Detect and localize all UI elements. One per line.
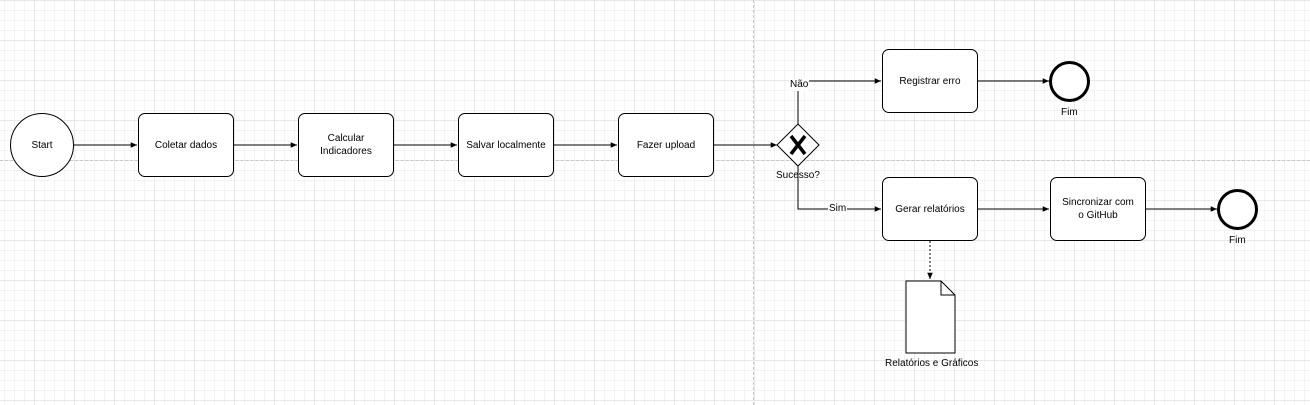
task-log-error-label: Registrar erro [899, 75, 961, 87]
task-calculate-indicators[interactable]: Calcular Indicadores [298, 113, 394, 177]
end-event-error[interactable] [1049, 61, 1090, 102]
end-event-success-label: Fim [1229, 235, 1246, 246]
task-generate-reports[interactable]: Gerar relatórios [882, 177, 978, 241]
start-event-label: Start [31, 139, 53, 151]
data-object-label: Relatórios e Gráficos [885, 358, 979, 369]
flow-gateway-no [797, 78, 881, 124]
exclusive-gateway[interactable] [776, 123, 820, 167]
gateway-yes-label: Sim [828, 203, 848, 215]
start-event[interactable]: Start [10, 113, 74, 177]
end-event-success[interactable] [1217, 189, 1258, 230]
task-save-locally-label: Salvar localmente [466, 139, 546, 151]
task-sync-github-label: Sincronizar com o GitHub [1062, 197, 1134, 221]
task-log-error[interactable]: Registrar erro [882, 49, 978, 113]
gateway-no-label: Não [789, 79, 810, 91]
task-calculate-indicators-label: Calcular Indicadores [320, 133, 372, 157]
end-event-error-label: Fim [1061, 107, 1078, 118]
task-upload[interactable]: Fazer upload [618, 113, 714, 177]
data-object-icon[interactable] [905, 280, 956, 354]
flow-gateway-yes [797, 165, 881, 212]
task-collect-data-label: Coletar dados [154, 139, 218, 151]
gateway-label: Sucesso? [776, 170, 820, 181]
page-break-vertical [753, 0, 754, 405]
task-save-locally[interactable]: Salvar localmente [458, 113, 554, 177]
task-upload-label: Fazer upload [636, 139, 696, 151]
task-generate-reports-label: Gerar relatórios [895, 203, 965, 215]
task-sync-github[interactable]: Sincronizar com o GitHub [1050, 177, 1146, 241]
task-collect-data[interactable]: Coletar dados [138, 113, 234, 177]
